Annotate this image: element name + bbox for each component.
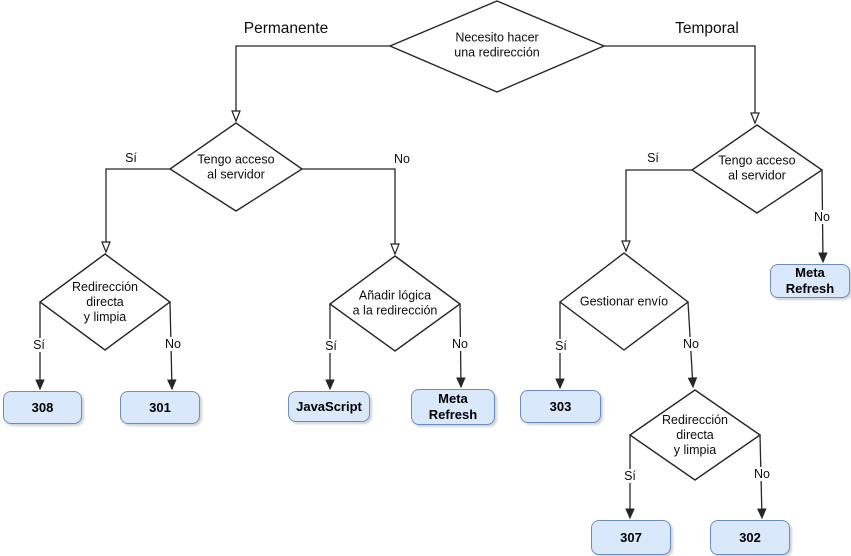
decision-left-clean-label: Redirección directa y limpia [71,279,139,324]
result-meta-refresh-permanent-label: Meta Refresh [428,391,478,422]
decision-right-clean-label: Redirección directa y limpia [661,412,729,457]
result-301-label: 301 [149,399,171,415]
edge-right-access-yes [621,169,692,253]
result-302-label: 302 [739,529,761,545]
decision-left-logic-label: Añadir lógica a la redirección [352,288,438,317]
decision-right-send-label: Gestionar envío [579,294,669,309]
decision-root-shape [388,0,606,93]
edge-left-access-no [302,168,400,256]
result-303-label: 303 [549,398,572,414]
result-307: 307 [591,520,671,555]
label-right-clean-yes: Sí [622,469,638,483]
label-right-access-no: No [812,210,832,224]
label-left-logic-yes: Sí [323,339,339,353]
result-javascript-label: JavaScript [296,398,362,414]
edge-left-access-yes [101,168,170,254]
decision-left-clean-shape [38,253,172,351]
label-right-send-no: No [681,337,701,351]
result-308: 308 [3,391,82,424]
result-308-label: 308 [31,399,54,415]
decision-left-logic-shape [328,255,462,352]
branch-label-temporal: Temporal [673,20,741,38]
result-javascript: JavaScript [288,391,370,422]
label-left-logic-no: No [450,337,470,351]
result-303: 303 [520,390,601,423]
decision-left-access-shape [168,122,304,212]
label-left-access-yes: Sí [123,151,139,165]
label-left-clean-yes: Sí [31,338,47,352]
result-meta-refresh-permanent: Meta Refresh [411,389,495,425]
label-right-access-yes: Sí [645,151,661,165]
branch-label-permanente: Permanente [241,20,331,38]
result-meta-refresh-temporal: Meta Refresh [770,264,850,298]
result-307-label: 307 [620,529,642,545]
decision-right-send-shape [558,252,690,351]
result-meta-refresh-temporal-label: Meta Refresh [785,265,835,296]
decision-right-access-shape [690,124,824,214]
decision-root-label: Necesito hacer una redirección [454,30,540,59]
label-left-access-no: No [392,152,412,166]
label-left-clean-no: No [163,337,183,351]
label-right-clean-no: No [752,467,772,481]
result-302: 302 [710,520,790,555]
result-301: 301 [120,391,200,424]
label-right-send-yes: Sí [553,339,569,353]
decision-left-access-label: Tengo acceso al servidor [197,152,275,181]
edge-root-permanente [231,45,390,123]
decision-right-access-label: Tengo acceso al servidor [718,153,796,182]
edge-root-temporal [604,45,760,125]
decision-right-clean-shape [628,389,762,481]
